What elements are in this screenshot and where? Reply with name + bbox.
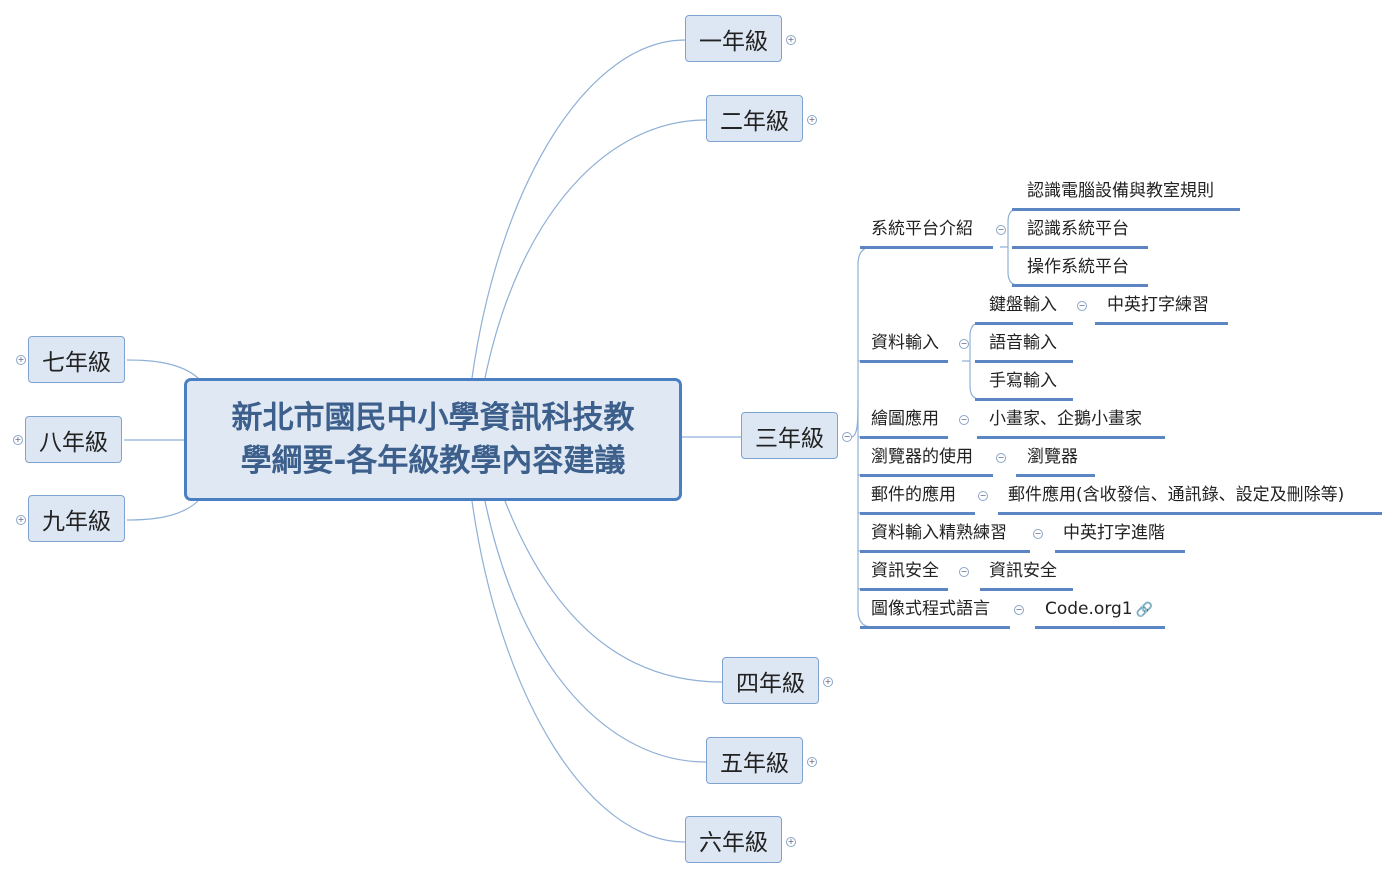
expand-icon[interactable]: + [807, 757, 817, 767]
underline [1035, 626, 1165, 629]
expand-icon[interactable]: + [786, 35, 796, 45]
underline [1055, 550, 1185, 553]
underline [975, 360, 1073, 363]
subtopic[interactable]: 繪圖應用 [871, 409, 939, 429]
underline [998, 512, 1382, 515]
central-topic[interactable]: 新北市國民中小學資訊科技教 學綱要-各年級教學內容建議 [184, 378, 682, 501]
subtopic[interactable]: 認識電腦設備與教室規則 [1027, 181, 1214, 201]
underline [860, 474, 993, 477]
topic-grade-5[interactable]: 五年級 [706, 737, 803, 784]
underline [977, 436, 1165, 439]
subtopic[interactable]: 資料輸入 [871, 333, 939, 353]
underline [1095, 322, 1228, 325]
collapse-icon[interactable]: − [1033, 529, 1043, 539]
subtopic[interactable]: 圖像式程式語言 [871, 599, 990, 619]
subtopic[interactable]: 資訊安全 [871, 561, 939, 581]
subtopic-code-org[interactable]: Code.org1🔗 [1045, 599, 1153, 620]
central-topic-line1: 新北市國民中小學資訊科技教 [231, 399, 635, 436]
topic-grade-9[interactable]: 九年級 [28, 495, 125, 542]
subtopic[interactable]: 認識系統平台 [1027, 219, 1129, 239]
topic-grade-2[interactable]: 二年級 [706, 95, 803, 142]
subtopic[interactable]: 語音輸入 [989, 333, 1057, 353]
subtopic[interactable]: 系統平台介紹 [871, 219, 973, 239]
underline [860, 246, 993, 249]
subtopic[interactable]: 郵件的應用 [871, 485, 956, 505]
subtopic[interactable]: 中英打字練習 [1107, 295, 1209, 315]
underline [975, 322, 1073, 325]
underline [860, 436, 948, 439]
collapse-icon[interactable]: − [1014, 605, 1024, 615]
topic-grade-7[interactable]: 七年級 [28, 336, 125, 383]
expand-icon[interactable]: + [16, 355, 26, 365]
underline [1012, 246, 1148, 249]
subtopic[interactable]: 中英打字進階 [1063, 523, 1165, 543]
collapse-icon[interactable]: − [996, 453, 1006, 463]
subtopic[interactable]: 資料輸入精熟練習 [871, 523, 1007, 543]
underline [1016, 474, 1095, 477]
underline [860, 588, 948, 591]
underline [975, 398, 1073, 401]
collapse-icon[interactable]: − [959, 567, 969, 577]
subtopic[interactable]: 手寫輸入 [989, 371, 1057, 391]
underline [860, 512, 975, 515]
underline [980, 588, 1073, 591]
underline [860, 550, 1030, 553]
subtopic[interactable]: 資訊安全 [989, 561, 1057, 581]
expand-icon[interactable]: + [13, 435, 23, 445]
expand-icon[interactable]: + [786, 837, 796, 847]
subtopic[interactable]: 瀏覽器的使用 [871, 447, 973, 467]
central-topic-line2: 學綱要-各年級教學內容建議 [240, 442, 626, 479]
topic-grade-8[interactable]: 八年級 [25, 416, 122, 463]
subtopic-label: Code.org1 [1045, 599, 1133, 619]
collapse-icon[interactable]: − [1077, 301, 1087, 311]
subtopic[interactable]: 鍵盤輸入 [989, 295, 1057, 315]
subtopic[interactable]: 小畫家、企鵝小畫家 [989, 409, 1142, 429]
collapse-icon[interactable]: − [978, 491, 988, 501]
expand-icon[interactable]: + [16, 515, 26, 525]
link-icon[interactable]: 🔗 [1135, 602, 1154, 618]
collapse-icon[interactable]: − [842, 432, 852, 442]
topic-grade-6[interactable]: 六年級 [685, 816, 782, 863]
underline [1012, 284, 1148, 287]
subtopic[interactable]: 瀏覽器 [1027, 447, 1078, 467]
topic-grade-3[interactable]: 三年級 [741, 412, 838, 459]
underline [860, 626, 1010, 629]
collapse-icon[interactable]: − [996, 225, 1006, 235]
subtopic[interactable]: 郵件應用(含收發信、通訊錄、設定及刪除等) [1008, 485, 1345, 505]
topic-grade-4[interactable]: 四年級 [722, 657, 819, 704]
collapse-icon[interactable]: − [959, 415, 969, 425]
expand-icon[interactable]: + [807, 115, 817, 125]
underline [860, 360, 948, 363]
subtopic[interactable]: 操作系統平台 [1027, 257, 1129, 277]
collapse-icon[interactable]: − [959, 339, 969, 349]
underline [1012, 208, 1240, 211]
topic-grade-1[interactable]: 一年級 [685, 15, 782, 62]
expand-icon[interactable]: + [823, 677, 833, 687]
